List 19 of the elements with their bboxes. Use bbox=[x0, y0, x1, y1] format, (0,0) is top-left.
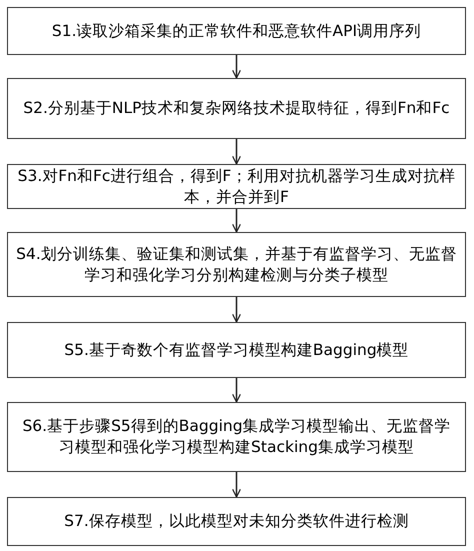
arrow bbox=[232, 209, 242, 233]
step-text: S6.基于步骤S5得到的Bagging集成学习模型输出、无监督学习模型和强化学习模型构建Stacking集成学习模型 bbox=[21, 416, 452, 458]
process-box bbox=[7, 322, 466, 378]
arrow bbox=[232, 55, 242, 79]
step-text: S1.读取沙箱采集的正常软件和恶意软件API调用序列 bbox=[52, 20, 422, 42]
step-text: S5.基于奇数个有监督学习模型构建Bagging模型 bbox=[64, 340, 409, 360]
process-box bbox=[7, 78, 466, 139]
step-text: S4.划分训练集、验证集和测试集，并基于有监督学习、无监督学习和强化学习分别构建检测与分类子模型 bbox=[16, 244, 457, 286]
process-box bbox=[7, 232, 466, 297]
process-box bbox=[7, 402, 466, 472]
arrow bbox=[232, 139, 242, 165]
arrow bbox=[232, 472, 242, 498]
step-text: S3.对Fn和Fc进行组合，得到F；利用对抗机器学习生成对抗样本，并合并到F bbox=[16, 166, 456, 208]
arrow bbox=[232, 378, 242, 403]
process-box bbox=[7, 7, 466, 55]
process-box bbox=[7, 497, 466, 546]
step-text: S7.保存模型，以此模型对未知分类软件进行检测 bbox=[64, 511, 409, 532]
step-text: S2.分别基于NLP技术和复杂网络技术提取特征，得到Fn和Fc bbox=[23, 98, 450, 119]
arrow bbox=[232, 297, 242, 323]
